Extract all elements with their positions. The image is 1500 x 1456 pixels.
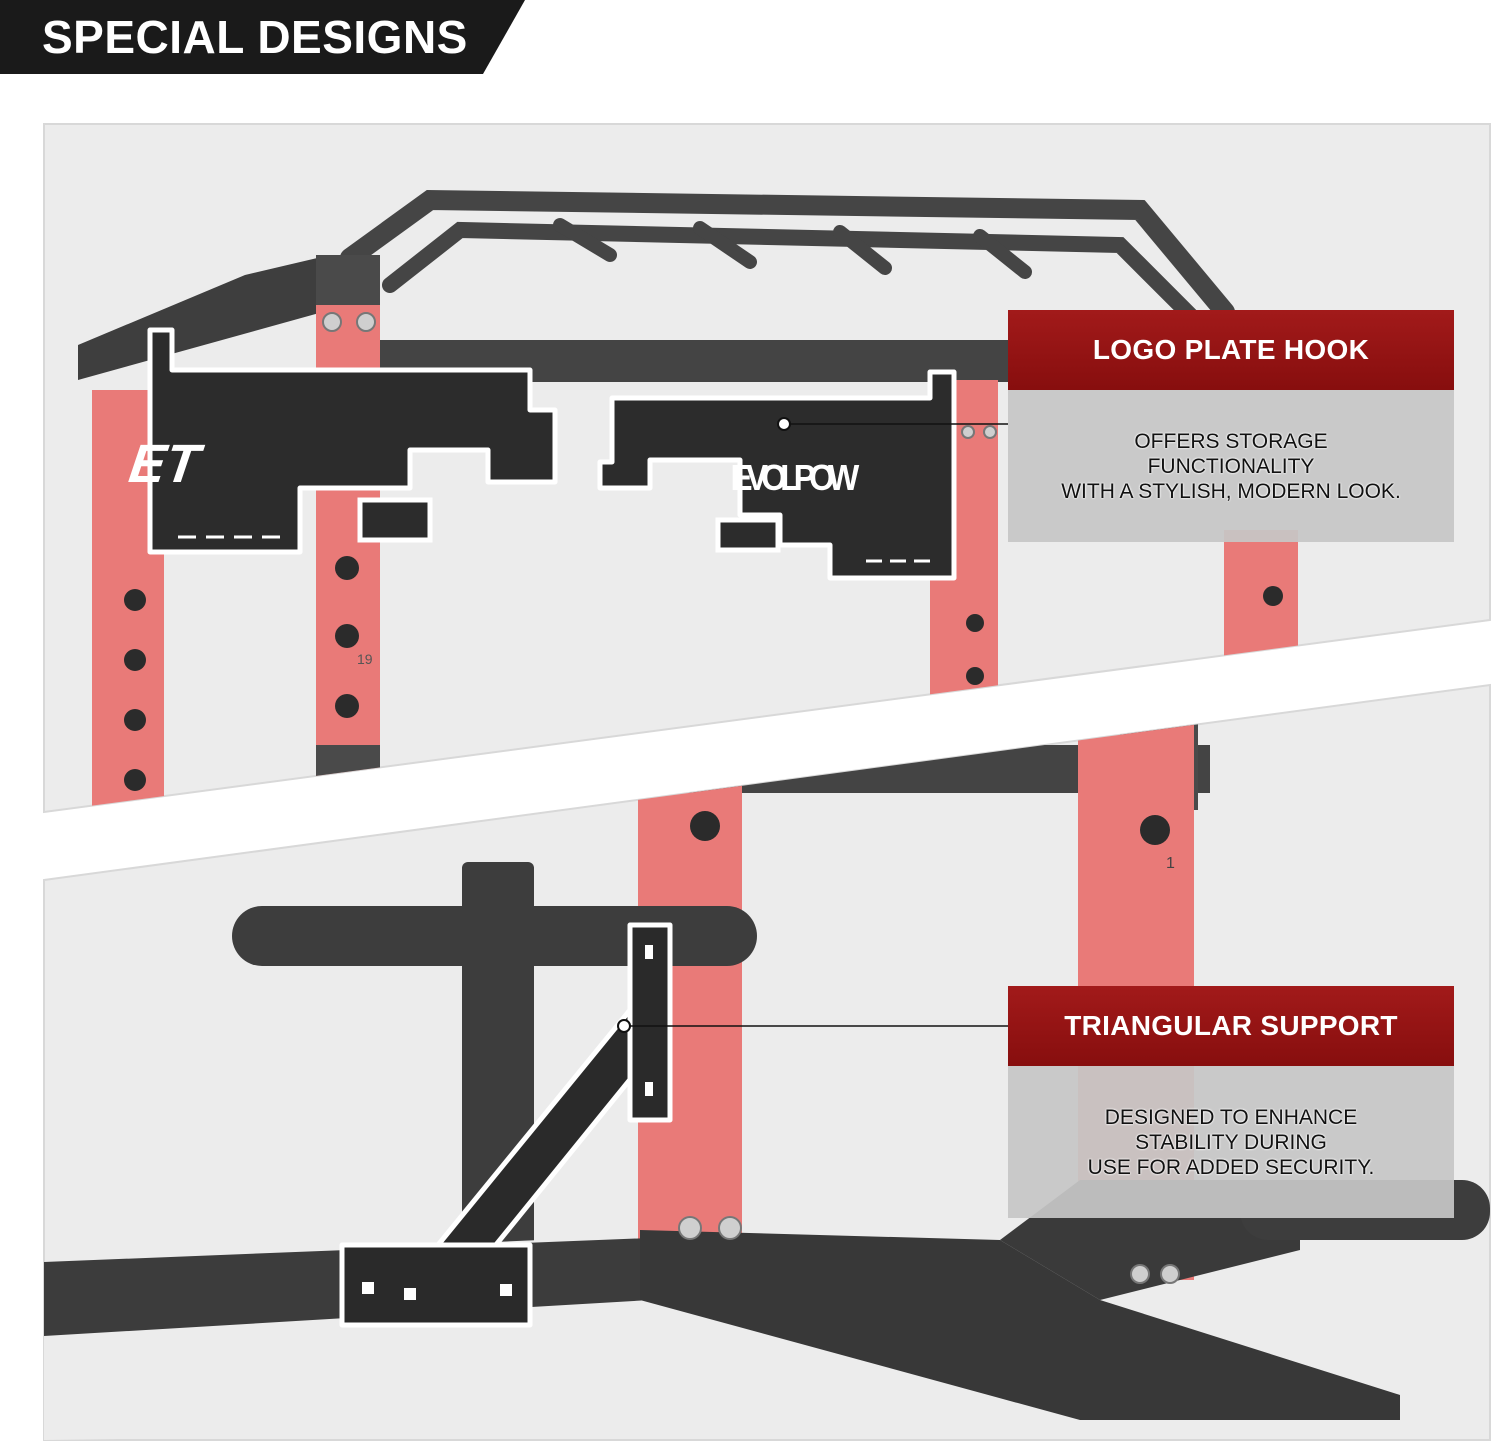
callout-dot-2 bbox=[617, 1019, 631, 1033]
callout-line: STABILITY DURING bbox=[1135, 1130, 1327, 1154]
callout-title: TRIANGULAR SUPPORT bbox=[1008, 986, 1454, 1066]
callout-line: FUNCTIONALITY bbox=[1147, 454, 1315, 478]
callout-dot-1 bbox=[777, 417, 791, 431]
bottom-panel: 1 bbox=[43, 683, 1491, 1441]
logo-plate-hook-left: ET bbox=[126, 327, 558, 555]
callout-description: OFFERS STORAGE FUNCTIONALITY WITH A STYL… bbox=[1008, 390, 1454, 542]
ep-logo-mark: ET bbox=[126, 434, 207, 494]
callout-line: DESIGNED TO ENHANCE bbox=[1104, 1105, 1358, 1129]
hole-number-1: 1 bbox=[1166, 855, 1175, 872]
monkey-bar bbox=[340, 189, 1235, 328]
callout-line: OFFERS STORAGE bbox=[1134, 429, 1328, 453]
callout-description: DESIGNED TO ENHANCE STABILITY DURING USE… bbox=[1008, 1066, 1454, 1218]
callout-triangular-support: TRIANGULAR SUPPORT DESIGNED TO ENHANCE S… bbox=[1008, 986, 1454, 1218]
evolpow-brand-text: EVOLPOW bbox=[730, 459, 859, 499]
callout-title: LOGO PLATE HOOK bbox=[1008, 310, 1454, 390]
callout-line: WITH A STYLISH, MODERN LOOK. bbox=[1061, 479, 1401, 503]
hole-number-19: 19 bbox=[357, 651, 373, 667]
callout-logo-plate-hook: LOGO PLATE HOOK OFFERS STORAGE FUNCTIONA… bbox=[1008, 310, 1454, 542]
page-title: SPECIAL DESIGNS bbox=[42, 11, 468, 63]
header-banner: SPECIAL DESIGNS bbox=[0, 0, 525, 74]
callout-line: USE FOR ADDED SECURITY. bbox=[1087, 1155, 1375, 1179]
